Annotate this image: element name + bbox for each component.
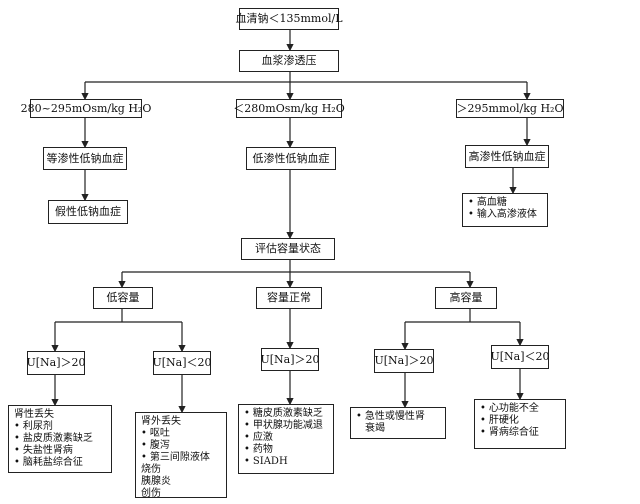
normal-volume-cause-item: 糖皮质激素缺乏 — [244, 408, 328, 420]
extrarenal-loss-node: 肾外丢失 呕吐 腹泻 第三间隙液体 烧伤 胰腺炎 创伤 — [135, 412, 227, 499]
extrarenal-loss-item: 第三间隙液体 — [141, 452, 221, 464]
hyper-cause-item: 高血糖 — [468, 197, 542, 209]
branch-low-osmolality: ＜280mOsm/kg H₂O — [233, 99, 345, 118]
branch-iso-label: 280~295mOsm/kg H₂O — [20, 101, 152, 115]
renal-loss-node: 肾性丢失 利尿剂 盐皮质激素缺乏 失盐性肾病 脑耗盐综合征 — [8, 405, 112, 473]
high-volume-label: 高容量 — [449, 291, 483, 304]
urine-sodium-label: U[Na]＞20 — [26, 356, 86, 369]
high-volume-node: 高容量 — [435, 287, 497, 309]
branch-iso-osmolality: 280~295mOsm/kg H₂O — [21, 99, 151, 118]
hyper-hyponatremia-label: 高渗性低钠血症 — [468, 149, 546, 163]
extrarenal-loss-item: 呕吐 — [141, 428, 221, 440]
renal-loss-title: 肾性丢失 — [14, 409, 54, 420]
renal-loss-item: 失盐性肾病 — [14, 445, 106, 457]
edematous-cause-item: 心功能不全 — [480, 403, 560, 415]
osmolality-label: 血浆渗透压 — [261, 54, 317, 67]
branch-low-label: ＜280mOsm/kg H₂O — [233, 101, 345, 115]
urine-sodium-normal-gt-node: U[Na]＞20 — [260, 348, 320, 371]
urine-sodium-label: U[Na]＜20 — [152, 356, 212, 369]
urine-sodium-label: U[Na]＞20 — [374, 354, 434, 367]
osmolality-node: 血浆渗透压 — [239, 50, 339, 72]
renal-loss-item: 脑耗盐综合征 — [14, 457, 106, 469]
normal-volume-label: 容量正常 — [267, 291, 311, 304]
volume-assessment-label: 评估容量状态 — [255, 242, 321, 255]
extrarenal-loss-item: 腹泻 — [141, 440, 221, 452]
renal-loss-item: 利尿剂 — [14, 421, 106, 433]
urine-sodium-high-gt-node: U[Na]＞20 — [374, 349, 434, 373]
root-node: 血清钠＜135mmol/L — [236, 8, 343, 30]
iso-hyponatremia-label: 等渗性低钠血症 — [46, 151, 124, 165]
urine-sodium-label: U[Na]＜20 — [490, 350, 550, 363]
volume-assessment-node: 评估容量状态 — [241, 238, 335, 260]
normal-volume-cause-item: 药物 — [244, 444, 328, 456]
pseudo-hyponatremia-node: 假性低钠血症 — [48, 200, 128, 224]
extrarenal-loss-extra: 创伤 — [141, 488, 161, 499]
branch-high-osmolality: ＞295mmol/kg H₂O — [456, 99, 564, 118]
edematous-cause-item: 肝硬化 — [480, 415, 560, 427]
urine-sodium-high-lt-node: U[Na]＜20 — [490, 345, 550, 369]
hyper-hyponatremia-node: 高渗性低钠血症 — [465, 145, 549, 168]
renal-failure-node: 急性或慢性肾 衰竭 — [350, 407, 446, 439]
iso-hyponatremia-node: 等渗性低钠血症 — [43, 147, 127, 170]
hyper-cause-item: 输入高渗液体 — [468, 209, 542, 221]
urine-sodium-label: U[Na]＞20 — [260, 352, 320, 366]
urine-sodium-low-gt-node: U[Na]＞20 — [26, 351, 86, 375]
extrarenal-loss-extra: 胰腺炎 — [141, 476, 171, 487]
hypo-hyponatremia-node: 低渗性低钠血症 — [246, 147, 336, 170]
normal-volume-cause-item: 甲状腺功能减退 — [244, 420, 328, 432]
root-label: 血清钠＜135mmol/L — [235, 12, 343, 25]
edematous-cause-item: 肾病综合征 — [480, 427, 560, 439]
renal-loss-item: 盐皮质激素缺乏 — [14, 433, 106, 445]
low-volume-label: 低容量 — [106, 291, 140, 304]
normal-volume-causes-node: 糖皮质激素缺乏 甲状腺功能减退 应激 药物 SIADH — [238, 404, 334, 474]
extrarenal-loss-extra: 烧伤 — [141, 464, 161, 475]
pseudo-hyponatremia-label: 假性低钠血症 — [55, 205, 121, 218]
renal-failure-item: 急性或慢性肾 — [356, 411, 440, 423]
renal-failure-item-cont: 衰竭 — [365, 423, 385, 434]
normal-volume-cause-item: 应激 — [244, 432, 328, 444]
hyper-causes-node: 高血糖 输入高渗液体 — [462, 193, 548, 227]
low-volume-node: 低容量 — [93, 287, 153, 309]
edematous-causes-node: 心功能不全 肝硬化 肾病综合征 — [474, 399, 566, 449]
hypo-hyponatremia-label: 低渗性低钠血症 — [252, 151, 330, 165]
urine-sodium-low-lt-node: U[Na]＜20 — [152, 351, 212, 375]
normal-volume-node: 容量正常 — [256, 287, 322, 309]
extrarenal-loss-title: 肾外丢失 — [141, 416, 181, 427]
branch-high-label: ＞295mmol/kg H₂O — [456, 101, 564, 115]
normal-volume-cause-item: SIADH — [244, 456, 328, 468]
